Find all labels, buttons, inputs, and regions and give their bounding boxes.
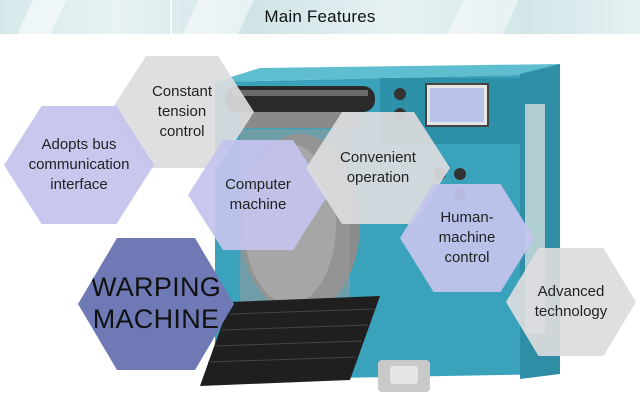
product-name-line: MACHINE — [92, 304, 220, 334]
feature-text-line: Human- — [440, 209, 494, 227]
product-name-hexagon: WARPING MACHINE — [78, 238, 234, 370]
feature-text-line: control — [444, 248, 490, 266]
feature-text-line: Advanced — [537, 283, 605, 301]
feature-text-line: Convenient — [340, 149, 416, 167]
feature-text-line: machine — [229, 196, 287, 213]
product-name-line: WARPING — [90, 272, 222, 303]
warping-machine-illustration — [200, 64, 560, 392]
feature-text-line: operation — [346, 169, 410, 186]
page-title: Main Features — [264, 7, 376, 26]
feature-text-line: tension — [157, 103, 207, 121]
banner-divider — [170, 0, 172, 34]
feature-text-line: Constant — [151, 83, 213, 101]
header-banner: Main Features — [0, 0, 640, 34]
feature-hmi-control: Human- machine control — [400, 184, 534, 292]
feature-text-line: control — [159, 122, 205, 140]
feature-text-line: technology — [534, 303, 608, 320]
feature-text-line: communication — [28, 156, 130, 174]
feature-text-line: Adopts bus — [41, 136, 117, 154]
feature-text-line: interface — [50, 175, 108, 193]
feature-text-line: Computer — [225, 176, 291, 194]
machine-top — [215, 64, 560, 82]
feature-advanced-technology: Advanced technology — [506, 248, 636, 356]
feature-text-line: machine — [438, 229, 496, 247]
floor-grating — [200, 296, 380, 386]
